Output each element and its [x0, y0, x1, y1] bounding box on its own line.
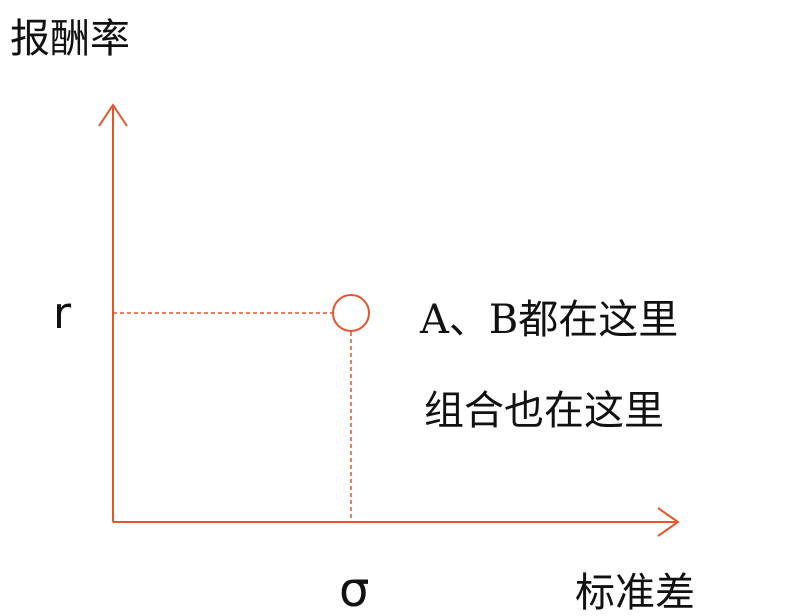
- y-marker-label: r: [53, 288, 72, 339]
- y-axis-arrowhead: [98, 103, 128, 127]
- x-marker-label: σ: [339, 562, 369, 616]
- y-axis-label: 报酬率: [10, 16, 130, 62]
- x-axis-arrowhead: [657, 507, 680, 537]
- annotation-line-2: 组合也在这里: [424, 388, 664, 434]
- portfolio-point: [332, 294, 370, 332]
- x-axis-label: 标准差: [575, 570, 695, 616]
- annotation-line-1: A、B都在这里: [419, 297, 678, 343]
